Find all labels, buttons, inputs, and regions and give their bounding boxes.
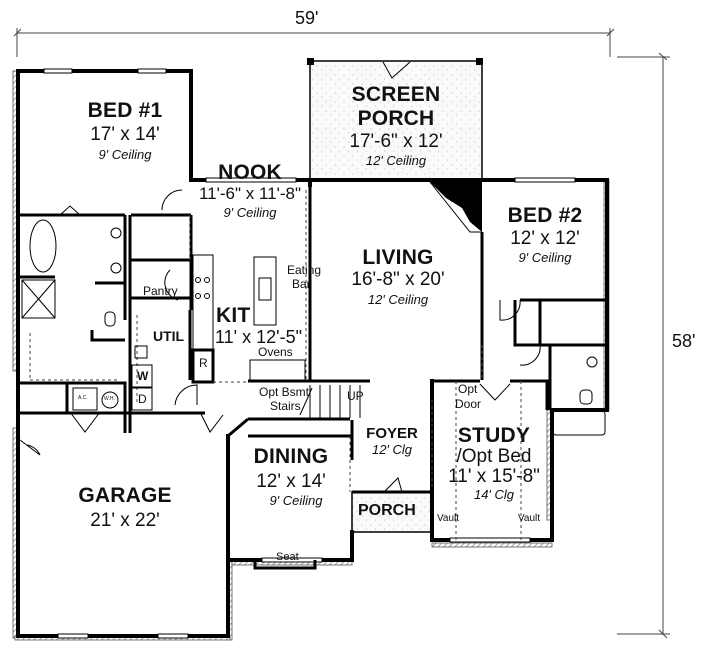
front-porch-floor — [351, 491, 433, 533]
opt-bsmt-stairs-label-2: Stairs — [270, 399, 301, 413]
washer-label: W — [137, 369, 149, 383]
room-name: DINING — [253, 445, 329, 468]
room-dining[interactable]: DINING 12' x 14' 9' Ceiling — [236, 446, 346, 507]
stairs-up-label: UP — [347, 389, 364, 403]
screen-porch-floor — [309, 60, 483, 180]
room-ceiling: 12' Clg — [371, 442, 413, 457]
overall-depth-label: 58' — [672, 331, 696, 351]
room-name: STUDY — [457, 424, 531, 447]
room-bed1[interactable]: BED #1 17' x 14' 9' Ceiling — [55, 100, 195, 161]
opt-bsmt-stairs-label-1: Opt Bsmt — [259, 385, 310, 399]
sink-1 — [110, 227, 122, 239]
room-ceiling: 12' Ceiling — [367, 292, 429, 307]
door-swings — [19, 189, 541, 493]
window-seat — [253, 560, 317, 570]
sink-2 — [110, 262, 122, 274]
eating-bar-label-1: Eating — [287, 263, 322, 277]
room-bed2[interactable]: BED #2 12' x 12' 9' Ceiling — [490, 205, 600, 264]
dimension-width-line — [13, 28, 615, 57]
island-sink — [258, 277, 272, 301]
room-ceiling: 9' Ceiling — [518, 250, 572, 265]
room-kitchen-name[interactable]: KIT — [216, 304, 251, 327]
room-size: 16'-8" x 20' — [351, 269, 445, 290]
seat-label: Seat — [276, 551, 299, 563]
water-heater — [101, 391, 119, 409]
overall-width-label: 59' — [295, 8, 319, 28]
room-kitchen-size: 11' x 12'-5" — [215, 327, 302, 347]
room-name-line2: PORCH — [357, 107, 435, 130]
room-size: 12' x 12' — [510, 228, 580, 249]
toilet-2 — [579, 389, 593, 405]
room-size: 17' x 14' — [90, 124, 160, 145]
ovens-cabinet — [249, 359, 306, 381]
room-ceiling: 9' Ceiling — [269, 493, 323, 508]
kitchen-counter — [192, 254, 214, 351]
room-ceiling: 14' Clg — [473, 487, 515, 502]
room-name: BED #1 — [87, 99, 163, 122]
room-ceiling: 9' Ceiling — [98, 147, 152, 162]
room-subname: /Opt Bed — [456, 446, 532, 467]
room-name: FOYER — [366, 425, 418, 442]
eating-bar-label-2: Bar — [292, 277, 311, 291]
opt-door-label-1: Opt — [458, 382, 478, 396]
shower — [21, 279, 56, 319]
fireplace — [430, 182, 482, 232]
vault-right-label: Vault — [518, 513, 541, 524]
room-util[interactable]: UTIL — [153, 328, 185, 344]
bathtub-oval — [29, 219, 57, 273]
dryer-label: D — [138, 392, 147, 406]
room-name: GARAGE — [78, 484, 172, 507]
room-size: 17'-6" x 12' — [349, 131, 443, 152]
tub-bed2-bath — [552, 410, 606, 436]
room-study[interactable]: STUDY /Opt Bed 11' x 15'-8" 14' Clg — [435, 425, 553, 501]
water-heater-label: W.H. — [104, 396, 115, 402]
stair-treads — [299, 385, 361, 418]
pantry-label: Pantry — [143, 284, 178, 298]
room-size: 11'-6" x 11'-8" — [198, 184, 302, 203]
room-living[interactable]: LIVING 16'-8" x 20' 12' Ceiling — [318, 247, 478, 306]
room-nook[interactable]: NOOK 11'-6" x 11'-8" 9' Ceiling — [185, 162, 315, 219]
room-garage[interactable]: GARAGE 21' x 22' — [55, 485, 195, 530]
room-name: BED #2 — [507, 204, 583, 227]
ovens-label: Ovens — [258, 345, 293, 359]
toilet-1 — [104, 311, 116, 327]
room-porch[interactable]: PORCH — [358, 502, 416, 519]
sink-bed2-bath — [586, 356, 598, 368]
room-size: 11' x 15'-8" — [448, 466, 540, 487]
utility-sink — [134, 345, 148, 359]
room-name: NOOK — [218, 161, 282, 184]
room-ceiling: 12' Ceiling — [365, 153, 427, 168]
room-size: 12' x 14' — [256, 471, 326, 492]
ac-unit — [72, 387, 98, 411]
dryer — [131, 387, 153, 411]
kitchen-island — [253, 256, 277, 326]
dimension-depth-line — [617, 52, 670, 639]
opt-door-label-2: Door — [455, 397, 482, 411]
room-size: 21' x 22' — [90, 510, 160, 531]
room-name-line1: SCREEN — [351, 83, 441, 106]
room-screen-porch[interactable]: SCREEN PORCH 17'-6" x 12' 12' Ceiling — [316, 84, 476, 167]
room-name: LIVING — [362, 246, 434, 269]
vault-left-label: Vault — [437, 513, 460, 524]
room-foyer[interactable]: FOYER 12' Clg — [357, 426, 427, 456]
room-ceiling: 9' Ceiling — [223, 205, 277, 220]
washer — [131, 364, 153, 388]
range-label: R — [199, 356, 208, 370]
ac-label: A.C. — [78, 395, 88, 401]
